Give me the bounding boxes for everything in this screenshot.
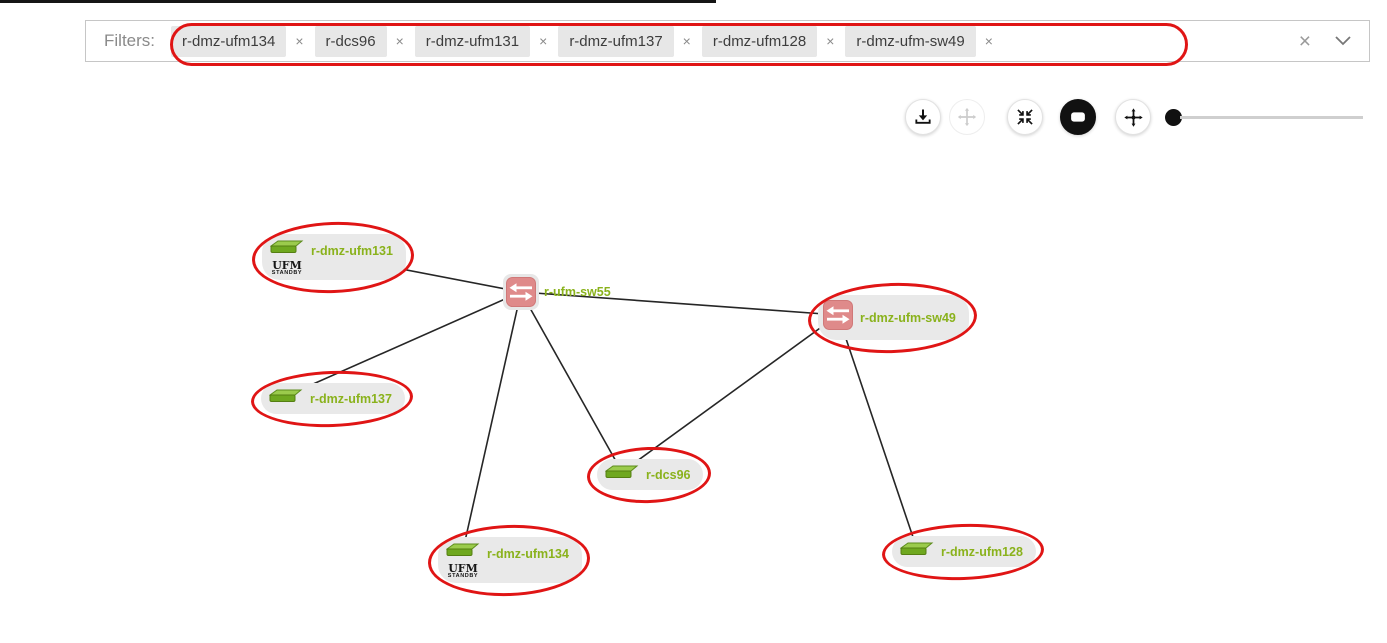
chip-remove-icon[interactable]: × [395,33,404,49]
collapse-icon [1017,109,1033,125]
edge-r-ufm-sw55-r-dmz-ufm-sw49 [520,291,839,316]
node-r-dmz-ufm137[interactable]: r-dmz-ufm137 [250,368,414,430]
filter-bar-controls: × [1299,31,1357,52]
node-r-dcs96[interactable]: r-dcs96 [586,444,713,506]
chip-remove-icon[interactable]: × [682,33,691,49]
zoom-slider-track[interactable] [1180,115,1363,119]
node-label: r-dmz-ufm128 [941,544,1023,559]
filter-chips: r-dmz-ufm134 × r-dcs96 × r-dmz-ufm131 × r-dmz-… [171,25,1299,57]
chevron-down-icon[interactable] [1335,36,1351,46]
badge-line2: STANDBY [271,270,303,276]
node-r-dmz-ufm-sw49[interactable]: r-dmz-ufm-sw49 [806,280,979,356]
filter-chip-r-dmz-ufm131[interactable]: r-dmz-ufm131 [414,25,531,57]
edge-r-dmz-ufm-sw49-r-dcs96 [621,314,839,473]
pan-icon [957,107,977,127]
zoom-slider[interactable] [1165,108,1363,126]
chip-remove-icon[interactable]: × [984,33,993,49]
edge-r-dmz-ufm-sw49-r-dmz-ufm128 [837,314,918,550]
filter-chip-r-dmz-ufm-sw49[interactable]: r-dmz-ufm-sw49 [845,25,976,57]
host-icon [268,389,303,408]
top-border-line [0,0,716,3]
switch-icon [503,274,539,310]
filter-bar: Filters: r-dmz-ufm134×r-dcs96×r-dmz-ufm1… [85,20,1370,62]
clear-filters-icon[interactable]: × [1298,29,1311,53]
filter-chip-r-dmz-ufm137[interactable]: r-dmz-ufm137 [558,25,674,57]
ufm-server-icon [269,240,304,259]
chip-remove-icon[interactable]: × [295,33,304,49]
host-icon [604,465,639,484]
badge-line2: STANDBY [447,573,479,579]
display-mode-button[interactable] [1060,99,1096,135]
host-icon [899,542,934,561]
edge-r-ufm-sw55-r-dcs96 [520,291,623,473]
node-label: r-dmz-ufm137 [310,391,392,406]
display-icon [1071,112,1085,122]
chip-remove-icon[interactable]: × [539,33,548,49]
filters-label: Filters: [104,31,155,50]
collapse-button[interactable] [1007,99,1043,135]
node-label: r-dmz-ufm134 [487,547,569,561]
edge-r-ufm-sw55-r-dmz-ufm134 [462,291,522,551]
pan-button[interactable] [949,99,985,135]
switch-icon [823,300,853,335]
badge-line1: UFM [272,259,302,272]
download-icon [915,109,931,124]
ufm-server-icon [445,543,480,562]
center-view-button[interactable] [1115,99,1151,135]
chip-remove-icon[interactable]: × [826,33,835,49]
filter-chip-r-dmz-ufm134[interactable]: r-dmz-ufm134 [171,25,287,57]
filter-chip-r-dmz-ufm128[interactable]: r-dmz-ufm128 [701,25,818,57]
node-r-dmz-ufm128[interactable]: r-dmz-ufm128 [881,521,1045,583]
node-label: r-ufm-sw55 [544,285,611,299]
badge-line1: UFM [448,562,478,575]
edge-r-ufm-sw55-r-dmz-ufm137 [285,291,522,397]
center-view-icon [1123,107,1143,127]
node-r-ufm-sw55[interactable]: r-ufm-sw55 [503,274,611,310]
filter-chip-r-dcs96[interactable]: r-dcs96 [314,25,387,57]
download-button[interactable] [905,99,941,135]
zoom-slider-handle[interactable] [1165,108,1182,126]
node-label: r-dcs96 [646,467,691,482]
graph-toolbar [905,99,1363,135]
node-label: r-dmz-ufm-sw49 [860,310,956,325]
node-label: r-dmz-ufm131 [311,244,393,258]
